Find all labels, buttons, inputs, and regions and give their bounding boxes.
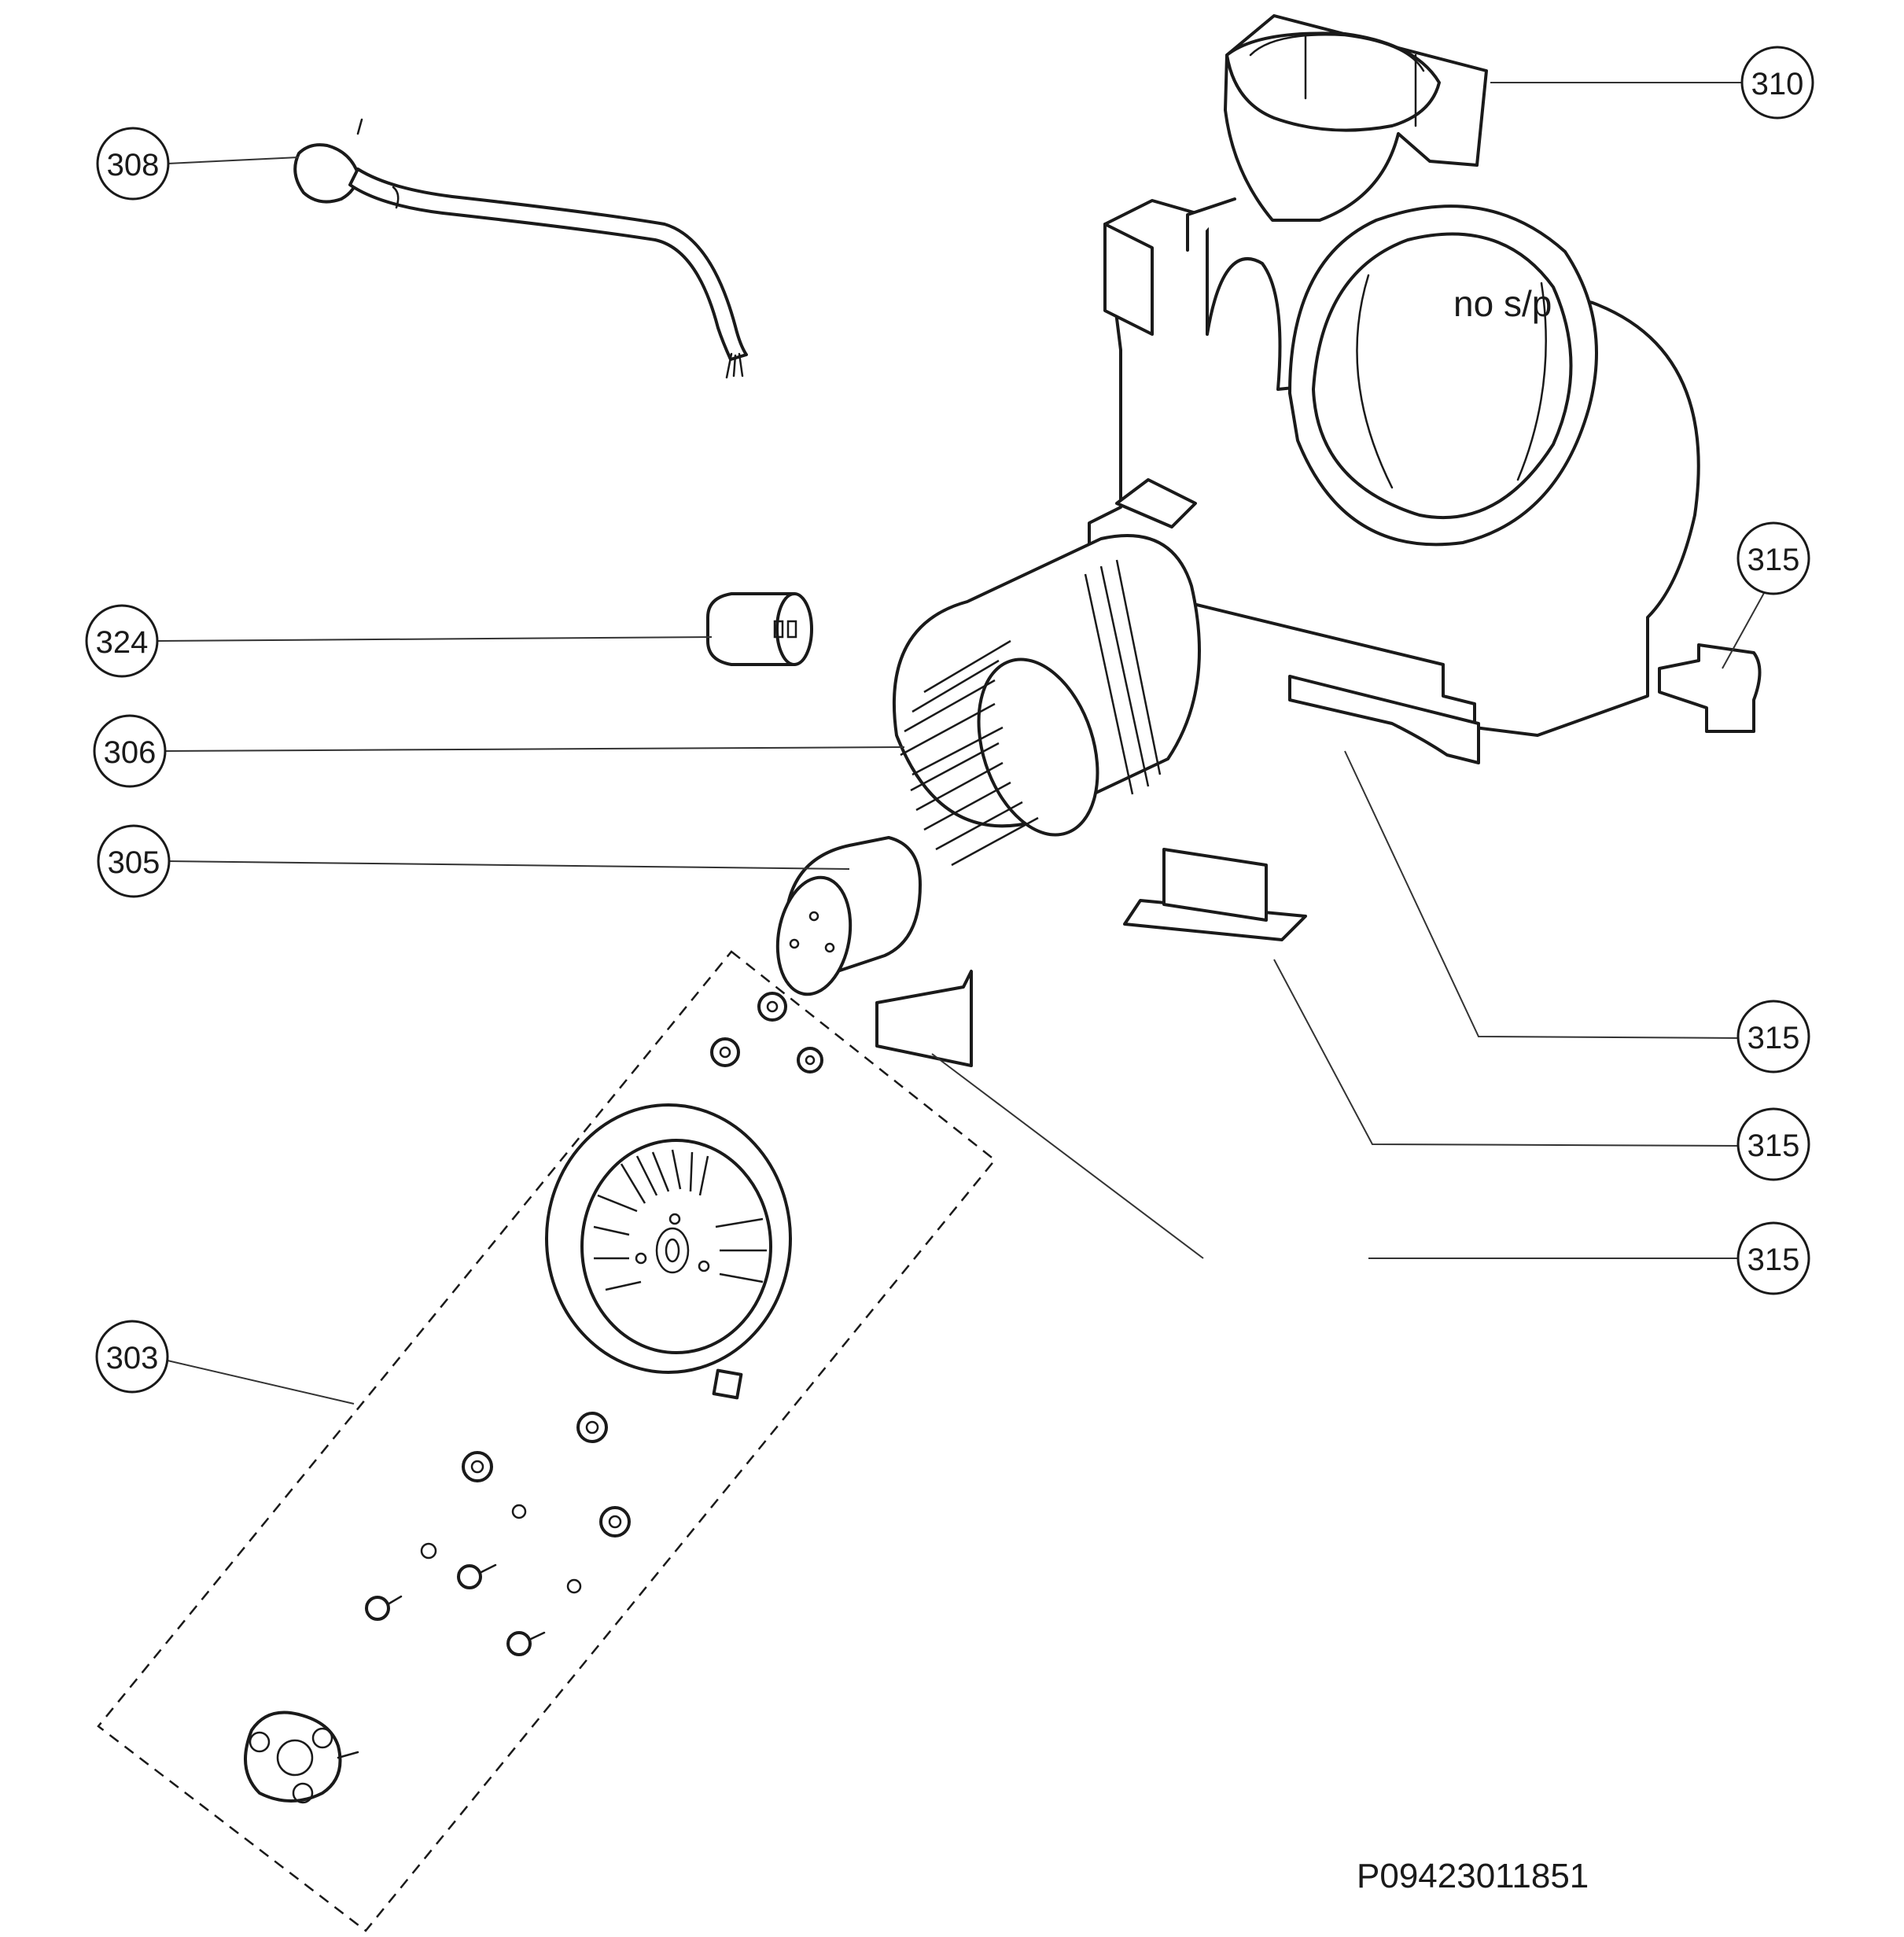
callout-315c-label: 315 [1747, 1129, 1800, 1163]
callout-303: 303 [95, 1320, 169, 1394]
callout-315-lever: 315 [1736, 1000, 1810, 1073]
callout-324-label: 324 [96, 625, 149, 660]
callout-324: 324 [85, 604, 159, 678]
reference-code: P09423011851 [1357, 1857, 1589, 1895]
callout-315b-label: 315 [1747, 1021, 1800, 1055]
fan-housing [1088, 197, 1700, 737]
no-sp-annotation: no s/p [1453, 283, 1552, 324]
callout-308-label: 308 [107, 148, 160, 182]
callout-306-label: 306 [104, 735, 157, 770]
part-324-capacitor [706, 592, 813, 666]
callout-310-label: 310 [1751, 67, 1804, 101]
callout-303-label: 303 [106, 1341, 159, 1375]
part-303-motor-components [244, 992, 823, 1804]
callout-315-plate: 315 [1736, 1107, 1810, 1181]
callout-315-clip: 315 [1736, 521, 1810, 595]
part-315-clip [1658, 643, 1762, 733]
callout-310: 310 [1740, 46, 1814, 120]
part-315-plate [1123, 848, 1307, 941]
callout-305: 305 [97, 824, 171, 898]
callout-308: 308 [96, 127, 170, 201]
part-310-top-duct [1224, 14, 1488, 222]
part-306-fan-wheel [893, 534, 1201, 867]
callout-315a-label: 315 [1747, 543, 1800, 577]
part-315-bracket-curved [875, 970, 973, 1067]
callout-306: 306 [93, 714, 167, 788]
part-315-lever [1288, 675, 1480, 764]
callout-315d-label: 315 [1747, 1243, 1800, 1277]
callout-305-label: 305 [108, 845, 160, 880]
leader-lines [157, 82, 1769, 1405]
kit-303-dashed-outline [97, 950, 996, 1932]
part-305-motor [775, 836, 922, 996]
callout-315-bracket: 315 [1736, 1221, 1810, 1295]
part-308-power-cord [293, 118, 748, 379]
